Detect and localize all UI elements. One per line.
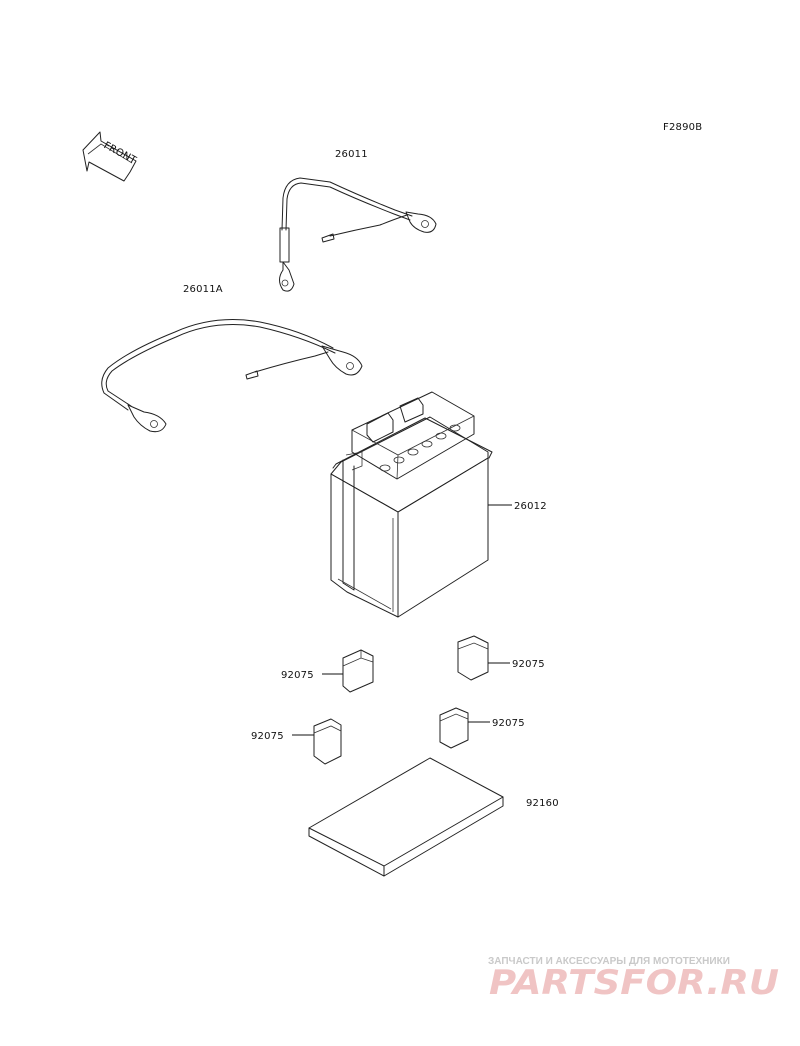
diagram-code: F2890B	[663, 122, 702, 133]
front-label: FRONT	[102, 140, 139, 167]
battery	[330, 391, 493, 618]
watermark-tagline: ЗАПЧАСТИ И АКСЕССУАРЫ ДЛЯ МОТОТЕХНИКИ	[488, 956, 730, 967]
watermark-brand: PARTSFOR.RU	[489, 963, 779, 1003]
label-cable-short: 26011	[335, 149, 368, 160]
pad-2	[457, 635, 489, 681]
label-pad-1: 92075	[281, 670, 314, 681]
label-cable-long: 26011A	[183, 284, 223, 295]
front-arrow-icon: FRONT	[82, 131, 139, 182]
pad-1	[342, 649, 374, 693]
battery-cable-long	[101, 319, 363, 433]
label-battery-sheet: 92160	[526, 798, 559, 809]
label-pad-2: 92075	[512, 659, 545, 670]
battery-sheet	[308, 757, 504, 877]
battery-cable-short	[279, 177, 437, 292]
pad-3	[313, 718, 342, 765]
label-battery: 26012	[514, 501, 547, 512]
label-pad-3: 92075	[251, 731, 284, 742]
label-pad-4: 92075	[492, 718, 525, 729]
pad-4	[439, 707, 469, 749]
